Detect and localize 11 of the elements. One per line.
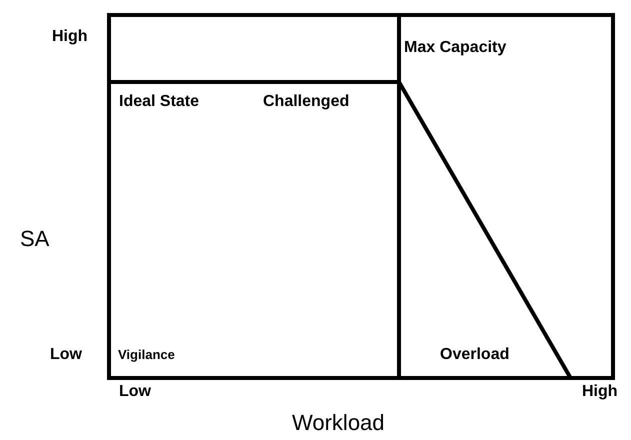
axis-title: SA xyxy=(20,225,50,252)
region-label: Max Capacity xyxy=(404,38,506,58)
axis-tick-label: Low xyxy=(119,382,151,402)
axis-tick-label: Low xyxy=(50,345,82,365)
axis-tick-label: High xyxy=(582,382,618,402)
region-label: Challenged xyxy=(263,92,350,112)
region-label: Vigilance xyxy=(118,347,175,364)
axis-title: Workload xyxy=(292,409,385,436)
axis-tick-label: High xyxy=(52,27,88,47)
region-label: Overload xyxy=(440,345,510,365)
region-label: Ideal State xyxy=(119,92,200,112)
